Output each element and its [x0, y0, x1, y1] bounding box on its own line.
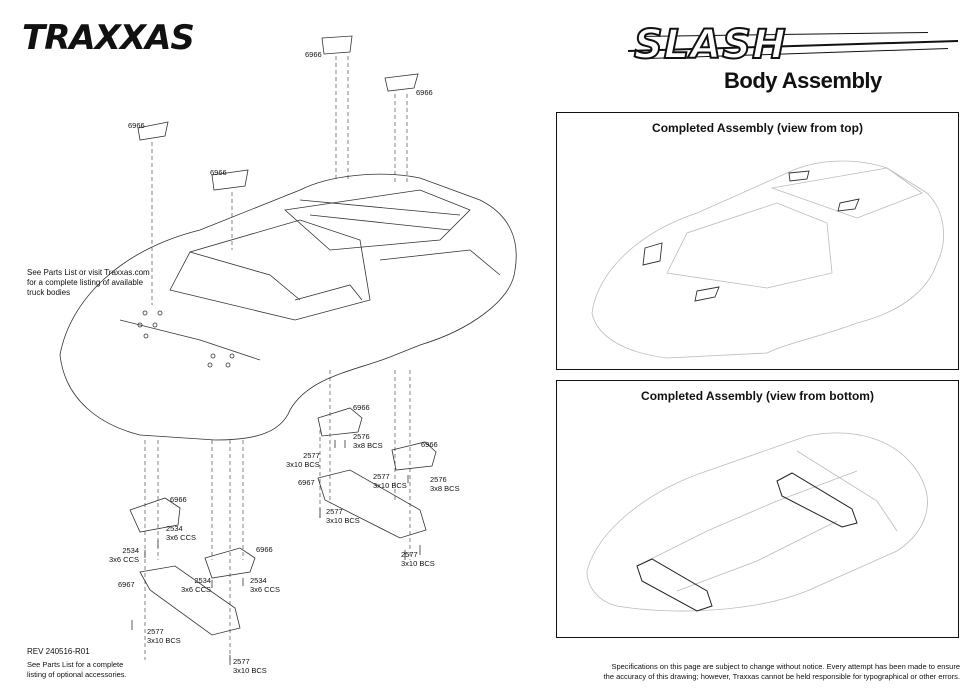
body-mount-pad [137, 121, 169, 141]
top-view-drawing [591, 160, 944, 359]
rear-mount-plate [317, 407, 363, 437]
logo-text: TRAXXAS [22, 18, 195, 58]
mount-brace [776, 472, 858, 528]
callout-label: 6966 [416, 88, 433, 97]
body-mount-pad [321, 35, 353, 55]
page-title: Body Assembly [724, 68, 882, 93]
bottom-view-title: Completed Assembly (view from bottom) [641, 389, 874, 403]
callout-label: 6966 [170, 495, 187, 504]
disclaimer-line-1: Specifications on this page are subject … [611, 662, 960, 671]
disclaimer: Specifications on this page are subject … [560, 662, 960, 682]
parts-list-note: See Parts List or visit Traxxas.com for … [27, 268, 150, 297]
revision-label: REV 240516-R01 [27, 647, 90, 656]
top-view-title: Completed Assembly (view from top) [652, 121, 863, 135]
traxxas-logo: TRAXXAS [22, 18, 212, 58]
exploded-view-drawing [59, 35, 517, 665]
slash-brand-logo: SLASH [628, 21, 958, 70]
mount-pad [694, 286, 720, 302]
callout-label: 6966 [353, 403, 370, 412]
callout-label: 6966 [421, 440, 438, 449]
brand-speed-streaks [628, 32, 958, 59]
brand-text: SLASH [633, 21, 787, 69]
callout-label: 6966 [210, 168, 227, 177]
callout-label: 6966 [128, 121, 145, 130]
rear-mount-plate [391, 441, 437, 471]
bottom-view-drawing [586, 432, 928, 612]
callout-label: 6967 [118, 580, 135, 589]
front-mount-plate [204, 547, 256, 579]
truck-body [59, 173, 517, 441]
mount-pad [788, 170, 810, 182]
mount-pad [837, 198, 860, 212]
screws [131, 440, 421, 665]
front-body-mount-brace [139, 565, 241, 636]
bottom-view-panel: Completed Assembly (view from bottom) [556, 380, 959, 638]
accessories-note: See Parts List for a complete listing of… [27, 660, 127, 679]
callout-label: 6967 [298, 478, 315, 487]
mount-brace [636, 558, 713, 612]
callout-label: 6966 [305, 50, 322, 59]
mount-pad [642, 242, 663, 266]
disclaimer-line-2: the accuracy of this drawing; however, T… [603, 672, 960, 681]
body-mount-pad [211, 169, 249, 191]
callout-label: 6966 [256, 545, 273, 554]
top-view-panel: Completed Assembly (view from top) [556, 112, 959, 370]
body-mount-pad [384, 73, 419, 92]
rear-body-mount-brace [317, 469, 427, 539]
front-mount-plate [129, 497, 181, 533]
